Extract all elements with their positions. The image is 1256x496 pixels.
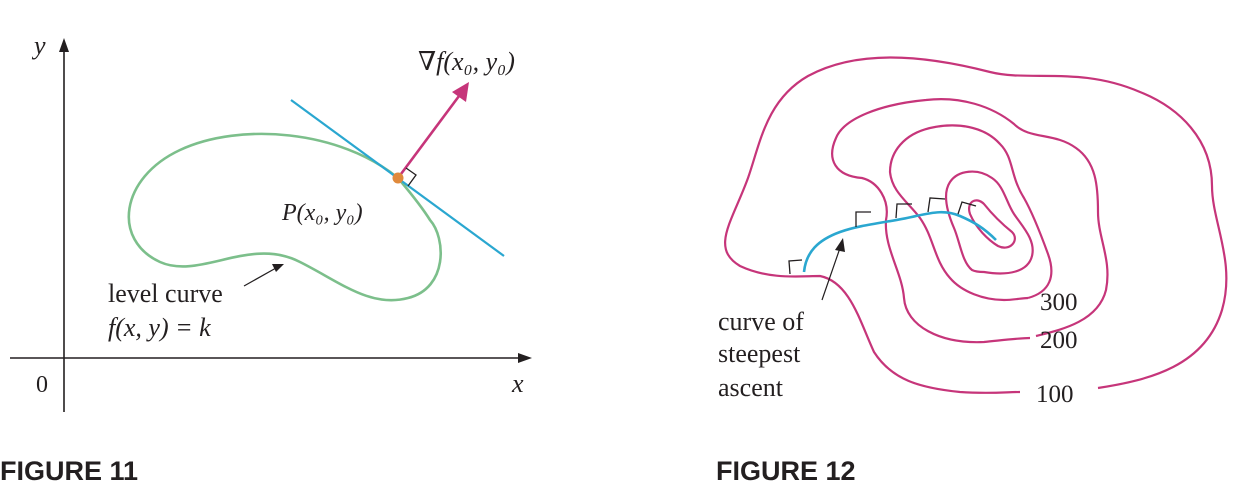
right-angle-mark-5 [957, 201, 977, 215]
right-angle-mark-4 [927, 197, 946, 213]
level-curve-label: level curve [108, 279, 223, 308]
steepest-ascent-label-line3: ascent [718, 373, 784, 402]
x-axis-arrowhead [518, 353, 532, 363]
right-angle-mark-3 [895, 203, 912, 219]
level-curve-pointer-head [272, 264, 284, 272]
steepest-ascent-pointer-head [835, 238, 845, 252]
right-angle-mark-1 [788, 259, 803, 275]
right-angle-mark [405, 167, 417, 187]
contour-hilltop [968, 199, 1016, 249]
figure-11: y x 0 ∇f(x₀, y₀) P(x₀, y₀) level curve f… [0, 31, 532, 486]
figure-12: 300 200 100 curve of steepest ascent FIG… [716, 56, 1228, 486]
steepest-ascent-curve [802, 210, 997, 273]
origin-label: 0 [36, 372, 48, 398]
level-curve [127, 132, 442, 302]
x-axis-label: x [511, 369, 524, 398]
figure-12-caption: FIGURE 12 [716, 456, 856, 486]
y-axis-label: y [31, 31, 46, 60]
point-p [392, 172, 404, 184]
right-angle-mark-2 [855, 211, 871, 227]
contour-label-300: 300 [1040, 289, 1078, 316]
contour-300 [888, 124, 1053, 302]
gradient-vector [396, 91, 464, 179]
point-label: P(x₀, y₀) [281, 200, 363, 226]
contour-100 [724, 56, 1228, 394]
steepest-ascent-label-line1: curve of [718, 307, 804, 336]
steepest-ascent-pointer [821, 247, 841, 301]
contour-label-100: 100 [1036, 381, 1074, 408]
contour-label-200: 200 [1040, 327, 1078, 354]
steepest-ascent-label-line2: steepest [718, 339, 801, 368]
contour-200 [831, 98, 1109, 344]
figure-11-caption: FIGURE 11 [0, 456, 138, 486]
level-curve-equation: f(x, y) = k [108, 313, 211, 342]
y-axis-arrowhead [59, 38, 69, 52]
contour-innermost [945, 170, 1034, 275]
gradient-arrowhead [452, 82, 469, 102]
gradient-label: ∇f(x₀, y₀) [418, 47, 515, 76]
level-curve-pointer [243, 267, 277, 287]
